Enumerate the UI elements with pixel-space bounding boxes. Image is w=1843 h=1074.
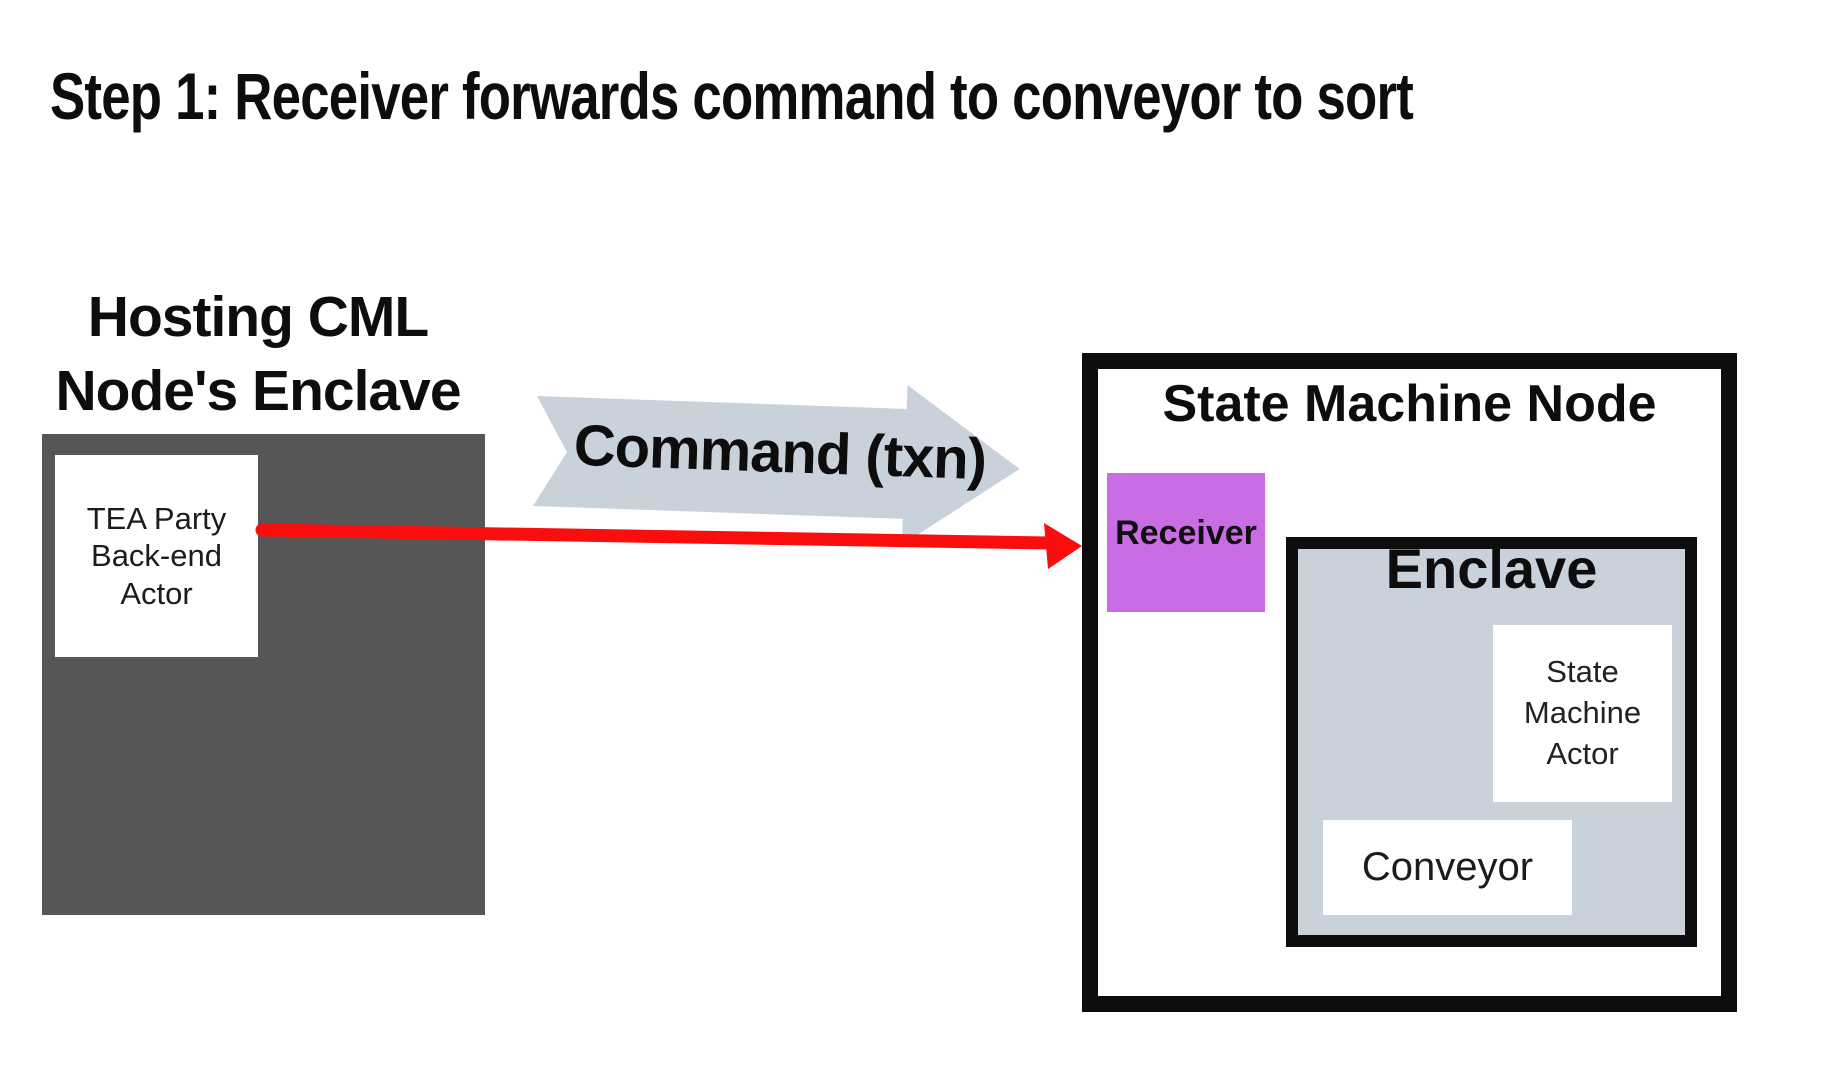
hosting-enclave-heading-line2: Node's Enclave — [55, 359, 461, 424]
tea-actor-line3: Actor — [120, 575, 193, 611]
slide-title: Step 1: Receiver forwards command to con… — [50, 59, 1414, 133]
sm-actor-line3: Actor — [1546, 735, 1619, 771]
enclave-title: Enclave — [1385, 537, 1598, 600]
tea-party-backend-actor-box: TEA Party Back-end Actor — [55, 455, 258, 657]
conveyor-box: Conveyor — [1323, 820, 1572, 915]
sm-actor-line1: State — [1546, 654, 1619, 690]
receiver-label: Receiver — [1115, 514, 1257, 552]
tea-actor-line2: Back-end — [91, 538, 222, 574]
receiver-box: Receiver — [1107, 473, 1265, 612]
tea-actor-line1: TEA Party — [86, 500, 227, 536]
conveyor-label: Conveyor — [1361, 845, 1534, 889]
sm-actor-line2: Machine — [1523, 695, 1642, 731]
state-machine-actor-box: State Machine Actor — [1493, 625, 1672, 802]
state-machine-node-title: State Machine Node — [1162, 375, 1657, 433]
red-connector-arrowhead — [1044, 523, 1082, 569]
hosting-enclave-heading-line1: Hosting CML — [87, 285, 429, 349]
command-arrow-label: Command (txn) — [572, 412, 988, 493]
hosting-enclave-heading: Hosting CML Node's Enclave — [28, 280, 488, 428]
